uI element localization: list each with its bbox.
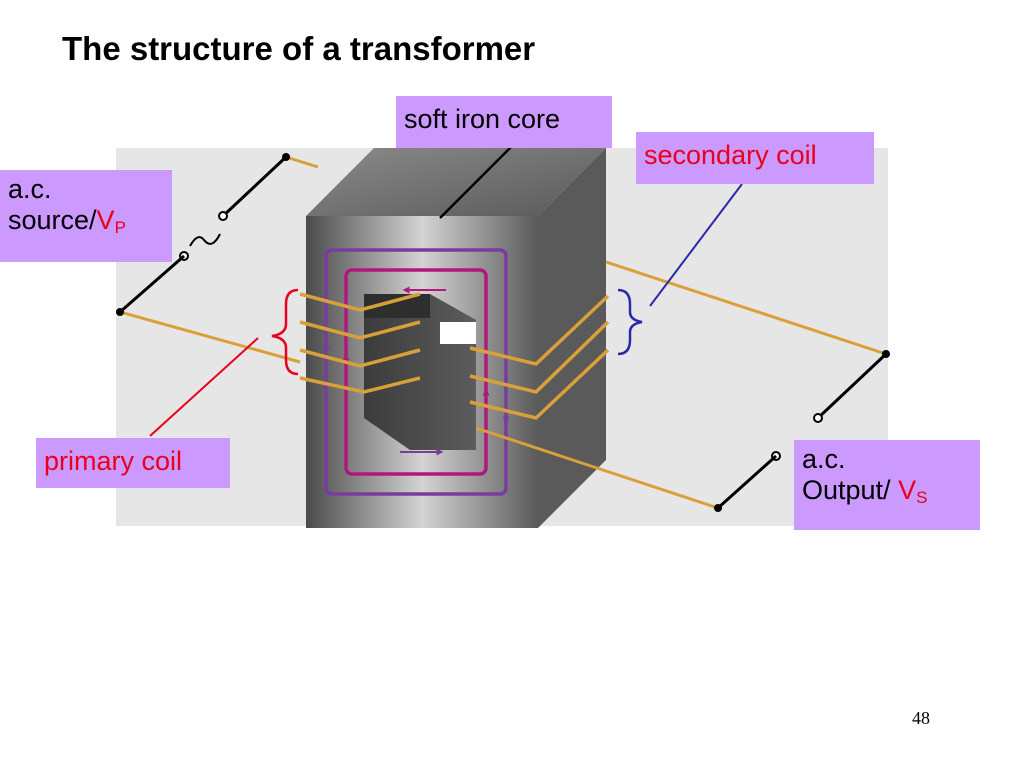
voltage-secondary-symbol: V: [898, 475, 917, 506]
secondary-coil-label: secondary coil: [636, 132, 874, 184]
voltage-primary-symbol: V: [96, 205, 115, 236]
primary-coil-brace: [271, 288, 299, 376]
primary-coil-windings: [299, 292, 421, 394]
ac-source-label: a.c. source/VP: [0, 170, 172, 262]
ac-source-text: source/: [8, 205, 97, 236]
ac-output-label: a.c. Output/ VS: [794, 440, 980, 530]
soft-iron-core-label-text: soft iron core: [404, 104, 561, 134]
ac-output-text: Output/: [802, 475, 899, 506]
ac-source-line1: a.c.: [8, 174, 52, 204]
primary-coil-label: primary coil: [36, 438, 230, 488]
soft-iron-core-label: soft iron core: [396, 96, 612, 148]
primary-circuit: [119, 155, 319, 364]
primary-coil-label-text: primary coil: [44, 446, 183, 476]
secondary-circuit: [475, 260, 887, 510]
primary-pointer-line: [149, 337, 259, 437]
slide-title: The structure of a transformer: [62, 30, 536, 67]
ac-output-line1: a.c.: [802, 444, 846, 474]
magnetic-flux-loops: [322, 248, 510, 496]
ac-symbol-icon: [189, 233, 221, 247]
core-pointer-line: [439, 145, 513, 219]
soft-iron-core: [306, 148, 606, 528]
secondary-coil-windings: [469, 294, 610, 420]
voltage-secondary-subscript: S: [916, 488, 928, 508]
secondary-switch: [714, 350, 890, 512]
page-number: 48: [912, 708, 930, 728]
secondary-coil-brace: [617, 288, 643, 356]
primary-switch: [116, 153, 290, 316]
ac-output-line2: Output/ VS: [802, 475, 972, 508]
ac-source-line2: source/VP: [8, 205, 164, 238]
voltage-primary-subscript: P: [114, 218, 126, 238]
secondary-pointer-line: [649, 183, 743, 307]
secondary-coil-label-text: secondary coil: [644, 140, 817, 170]
